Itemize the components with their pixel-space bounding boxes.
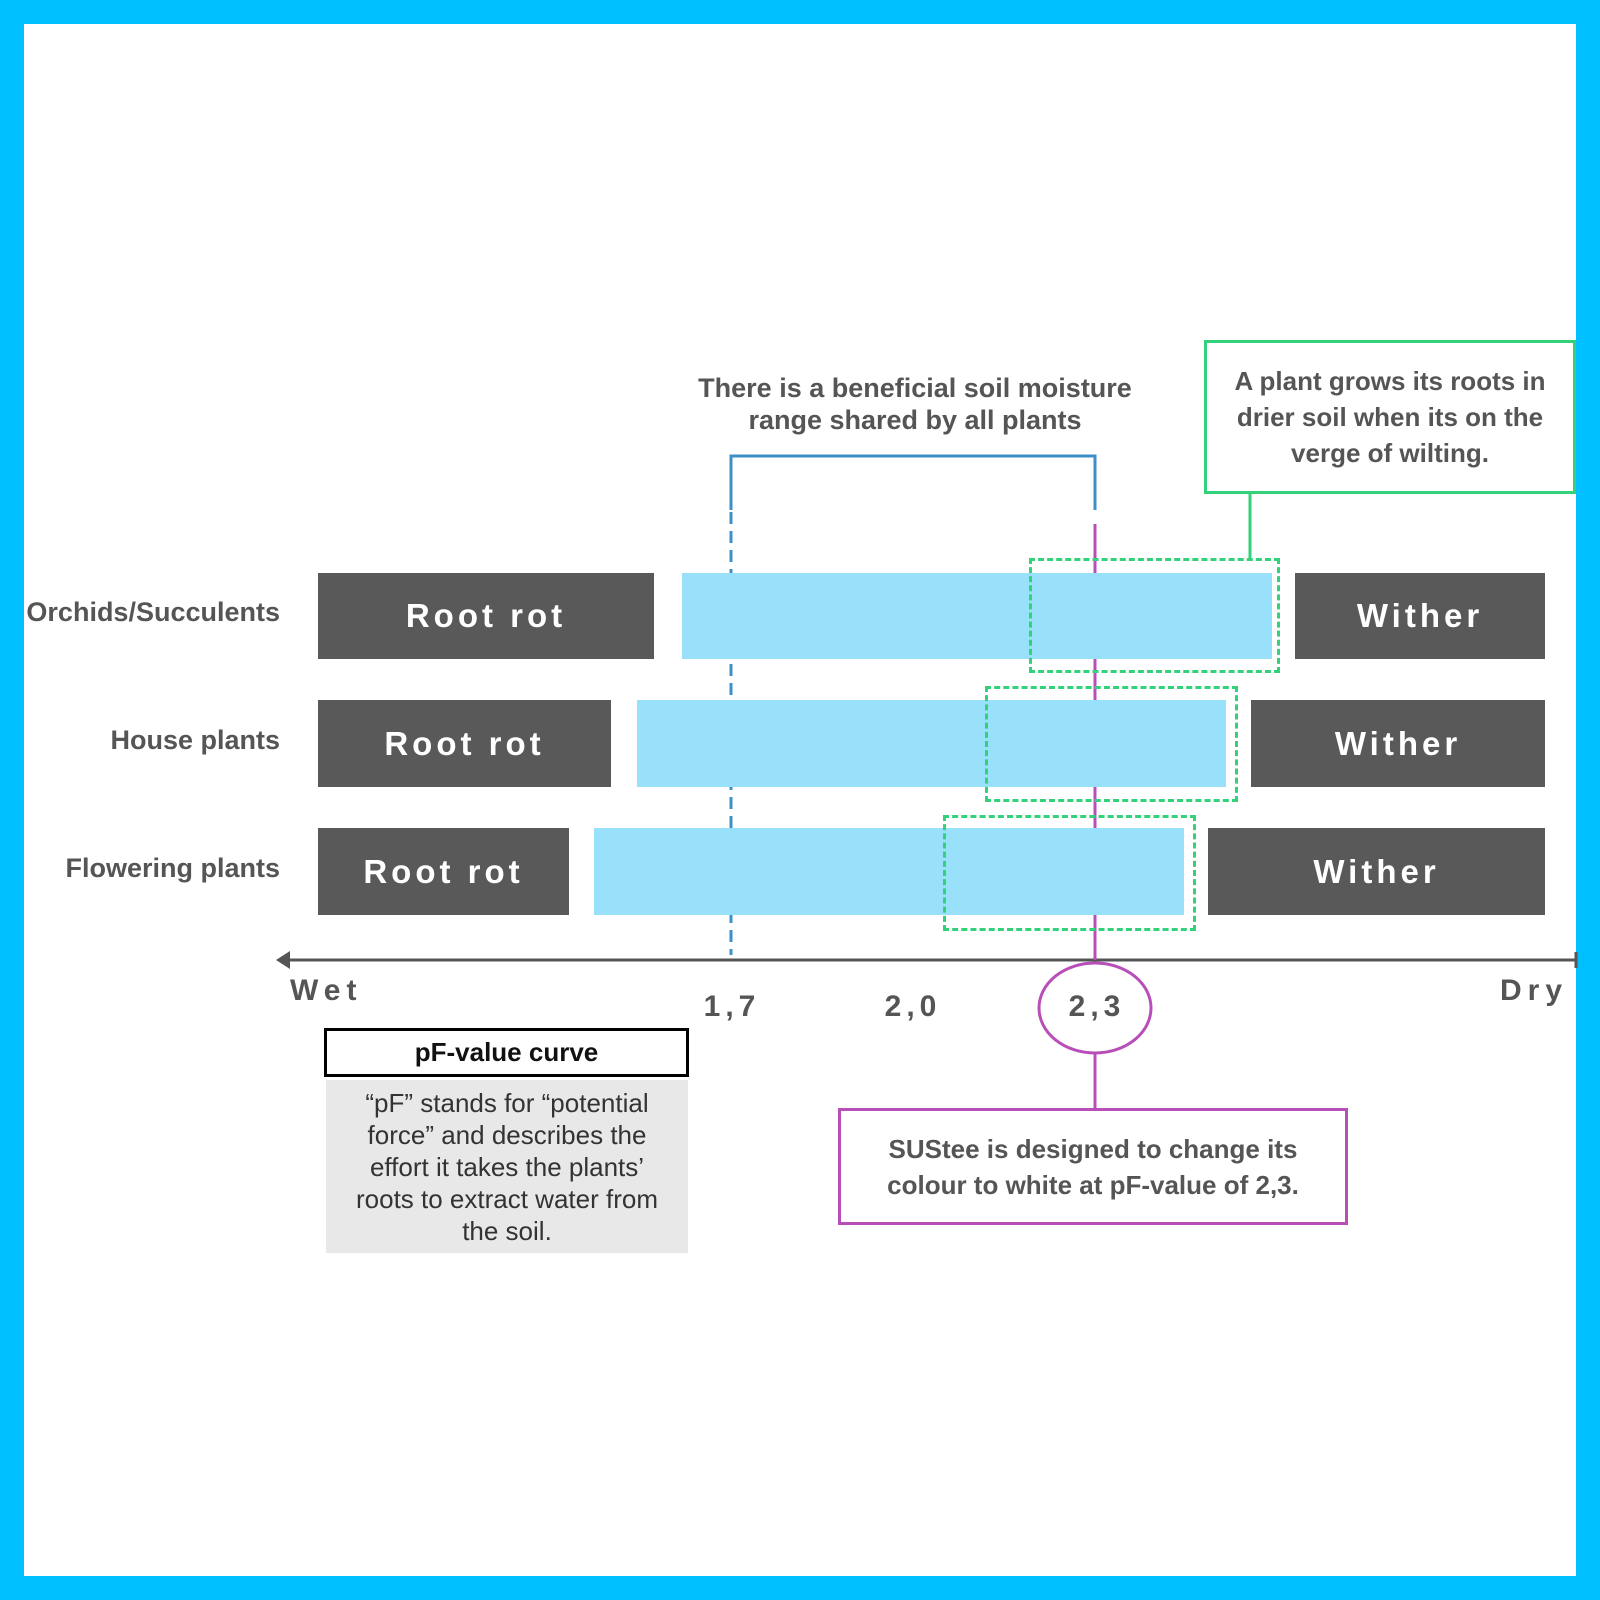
axis-left-label: Wet bbox=[290, 974, 363, 1007]
pf-title-box: pF-value curve bbox=[324, 1028, 689, 1077]
root-rot-block: Root rot bbox=[318, 573, 654, 659]
sustee-note-box: SUStee is designed to change its colour … bbox=[838, 1108, 1348, 1225]
axis-tick-label: 2,0 bbox=[884, 990, 942, 1023]
axis-tick-label: 1,7 bbox=[703, 990, 761, 1023]
row-label-house-plants: House plants bbox=[110, 725, 280, 755]
wilting-note-text: A plant grows its roots in drier soil wh… bbox=[1234, 366, 1546, 468]
sustee-note-text: SUStee is designed to change its colour … bbox=[887, 1133, 1299, 1200]
pf-description: “pF” stands for “potential force” and de… bbox=[356, 1087, 658, 1246]
ideal-range-bar bbox=[637, 700, 1226, 787]
wilting-zone-highlight bbox=[943, 815, 1196, 931]
wilting-note-box: A plant grows its roots in drier soil wh… bbox=[1204, 340, 1576, 494]
row-label-flowering-plants: Flowering plants bbox=[65, 853, 280, 883]
root-rot-block: Root rot bbox=[318, 828, 569, 915]
wilting-zone-highlight bbox=[1029, 558, 1280, 673]
axis-arrow-left bbox=[276, 951, 290, 969]
wilting-zone-highlight bbox=[985, 686, 1238, 802]
ideal-range-bar bbox=[682, 573, 1272, 659]
wither-block: Wither bbox=[1251, 700, 1545, 787]
row-label-orchids: Orchids/Succulents bbox=[26, 597, 280, 627]
wither-block: Wither bbox=[1295, 573, 1545, 659]
pf-description-box: “pF” stands for “potential force” and de… bbox=[326, 1080, 688, 1253]
axis-tick-label: 2,3 bbox=[1068, 990, 1126, 1023]
ideal-range-bar bbox=[594, 828, 1184, 915]
wither-block: Wither bbox=[1208, 828, 1545, 915]
shared-range-note: There is a beneficial soil moisture rang… bbox=[698, 373, 1132, 435]
shared-range-bracket bbox=[729, 454, 1097, 510]
pf-title: pF-value curve bbox=[414, 1037, 599, 1067]
root-rot-block: Root rot bbox=[318, 700, 611, 787]
axis-right-label: Dry bbox=[1500, 974, 1569, 1007]
